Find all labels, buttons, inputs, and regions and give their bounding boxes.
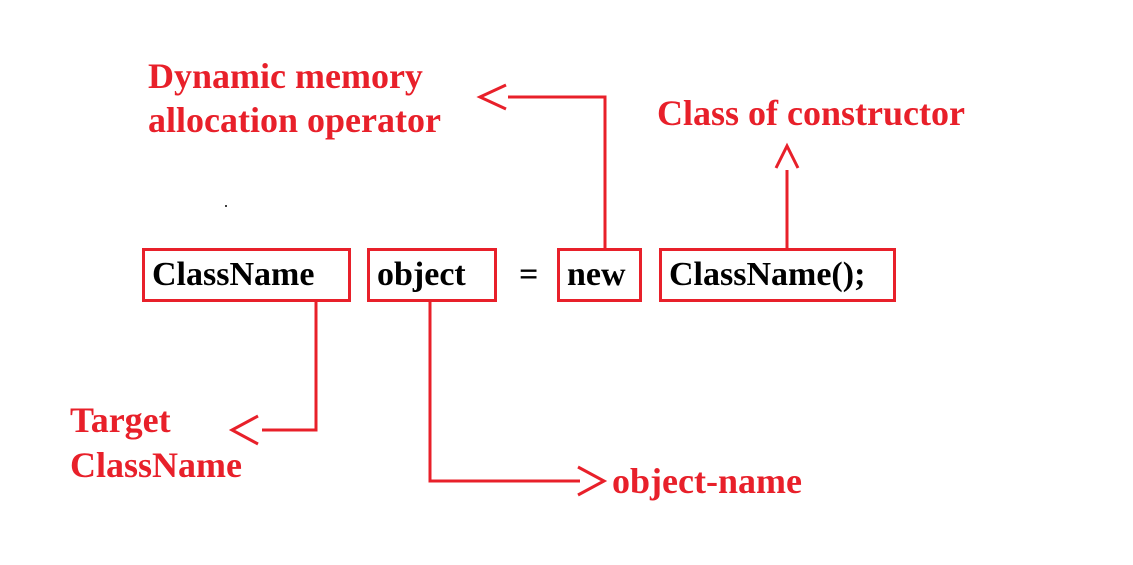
stray-dot: [225, 205, 227, 207]
label-target-line1: Target: [70, 400, 171, 440]
token-equals: =: [519, 256, 539, 293]
arrowhead-left-operator-icon: [476, 83, 507, 111]
connector-object-to-name-label: [428, 302, 580, 483]
label-object-name: object-name: [612, 461, 802, 501]
arrowhead-right-object-icon: [577, 465, 608, 497]
label-dynamic-memory-line1: Dynamic memory: [148, 56, 423, 96]
label-dynamic-memory-line2: allocation operator: [148, 100, 441, 140]
arrowhead-up-constructor-icon: [774, 142, 800, 169]
token-constructor: ClassName();: [659, 248, 896, 302]
token-class-name: ClassName: [142, 248, 351, 302]
token-object: object: [367, 248, 497, 302]
arrowhead-left-target-icon: [228, 414, 259, 446]
connector-new-to-operator-label: [508, 95, 607, 248]
label-target-line2: ClassName: [70, 445, 242, 485]
token-new: new: [557, 248, 642, 302]
connector-classname-to-target-label: [262, 302, 318, 432]
label-class-of-constructor: Class of constructor: [657, 93, 965, 133]
